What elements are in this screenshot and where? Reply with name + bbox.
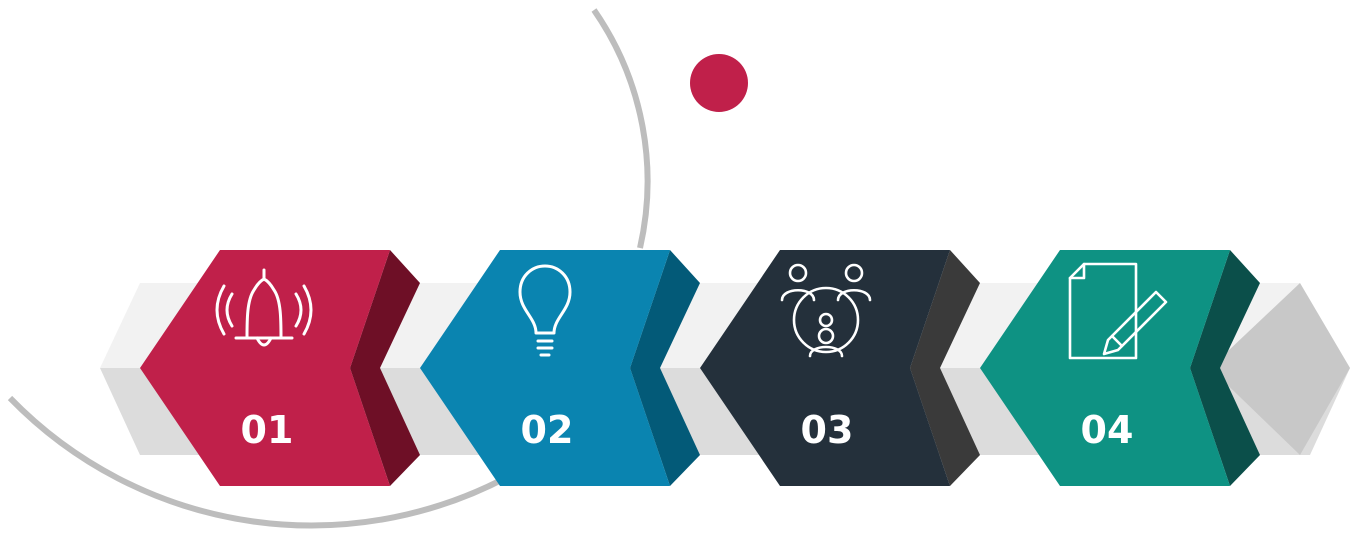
team-network-icon (780, 263, 872, 358)
step-shade (1190, 250, 1260, 486)
step-chevron (980, 250, 1230, 486)
step-shade (630, 250, 700, 486)
document-edit-icon (1068, 262, 1168, 360)
step-01: 01 (140, 250, 420, 486)
step-04: 04 (980, 250, 1260, 486)
step-number: 02 (521, 408, 574, 452)
step-03: 03 (700, 250, 980, 486)
lightbulb-icon (518, 264, 572, 357)
step-02: 02 (420, 250, 700, 486)
step-shade (350, 250, 420, 486)
step-number: 03 (801, 408, 854, 452)
step-chevron (420, 250, 670, 486)
step-chevron (700, 250, 950, 486)
bell-icon (215, 268, 313, 347)
step-number: 04 (1081, 408, 1134, 452)
decorative-arc (591, 8, 651, 249)
step-shade (910, 250, 980, 486)
decorative-arc (7, 395, 522, 529)
step-chevron (140, 250, 390, 486)
bar-end-cap (1210, 283, 1350, 455)
accent-dot (690, 54, 748, 112)
step-number: 01 (241, 408, 294, 452)
